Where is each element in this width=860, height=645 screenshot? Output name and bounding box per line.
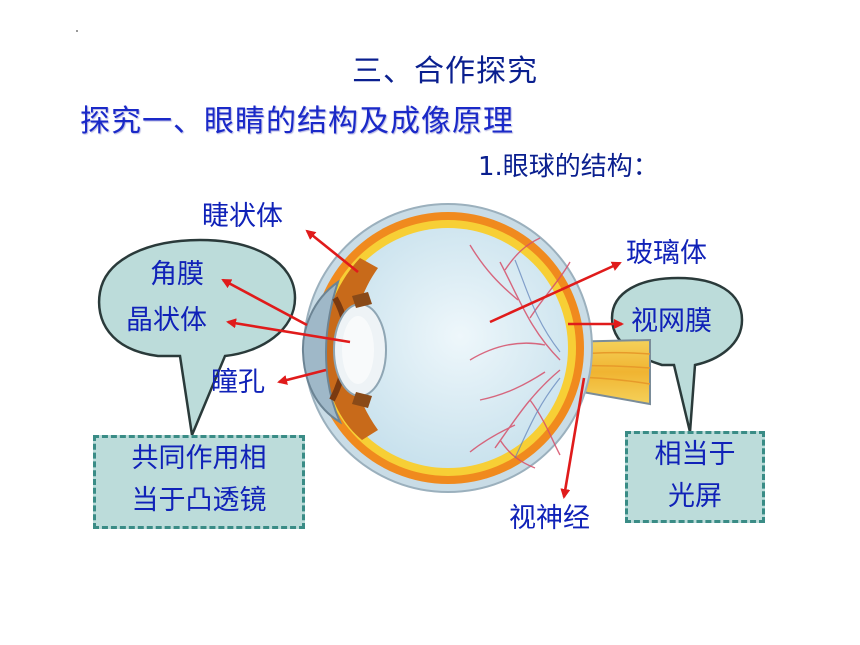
pupil-label: 瞳孔 — [211, 367, 265, 398]
screen-note-line2: 光屏 — [668, 481, 722, 512]
eyeball-structure-heading: 1.眼球的结构： — [478, 152, 659, 182]
lens-label: 晶状体 — [126, 305, 207, 336]
cornea-label: 角膜 — [150, 259, 204, 290]
convex-lens-note-line1: 共同作用相 — [131, 443, 267, 474]
cornea-arrow — [221, 278, 308, 327]
retina-label: 视网膜 — [631, 306, 712, 337]
ciliary-body-arrow — [305, 229, 359, 274]
convex-lens-note-line2: 当于凸透镜 — [131, 485, 267, 516]
optic-nerve-label: 视神经 — [509, 503, 590, 534]
right-speech-bubble — [610, 276, 744, 433]
screen-note-line1: 相当于 — [654, 439, 736, 470]
vitreous-label: 玻璃体 — [626, 238, 707, 269]
ciliary-body-label: 睫状体 — [202, 201, 283, 232]
convex-lens-note-box: 共同作用相 当于凸透镜 — [93, 435, 305, 529]
optic-nerve-arrow — [560, 377, 586, 499]
corner-dot — [76, 30, 78, 32]
eyeball-illustration — [301, 203, 593, 493]
section-title: 三、合作探究 — [352, 54, 538, 89]
screen-note-box: 相当于 光屏 — [625, 431, 765, 523]
lens-arrow — [226, 318, 351, 344]
left-speech-bubble — [97, 238, 297, 440]
subsection-title: 探究一、眼睛的结构及成像原理 — [80, 104, 514, 139]
pupil-arrow — [277, 368, 327, 385]
vitreous-arrow — [489, 261, 622, 324]
